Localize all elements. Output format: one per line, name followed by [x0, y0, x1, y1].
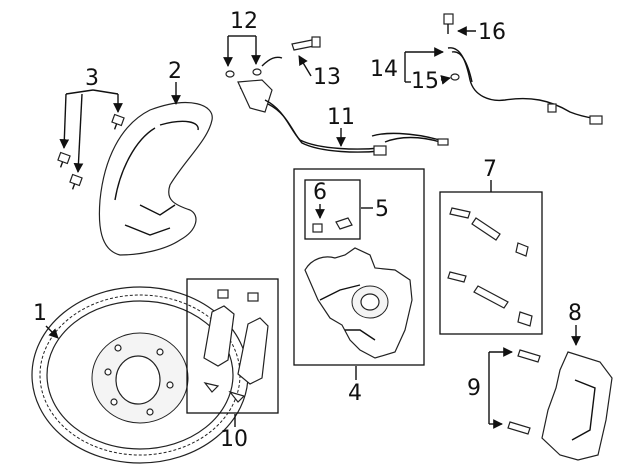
brake-hose — [225, 36, 449, 156]
callout-7: 7 — [483, 157, 497, 182]
callout-1: 1 — [33, 301, 47, 326]
callout-6: 6 — [313, 180, 327, 205]
abs-sensor-wire — [443, 13, 603, 125]
shield-bolts — [57, 113, 125, 190]
caliper-assembly-box — [293, 168, 425, 366]
caliper-bracket — [541, 351, 613, 461]
callout-2: 2 — [168, 59, 182, 84]
callout-5: 5 — [375, 197, 389, 222]
callout-11: 11 — [327, 105, 355, 130]
callout-3: 3 — [85, 66, 99, 91]
callout-8: 8 — [568, 301, 582, 326]
callout-16: 16 — [478, 20, 506, 45]
brake-pad-kit-box — [186, 278, 279, 414]
brake-pads — [203, 289, 269, 403]
guide-pins — [447, 207, 533, 327]
callout-10: 10 — [220, 427, 248, 452]
callout-13: 13 — [313, 65, 341, 90]
callout-9: 9 — [467, 376, 481, 401]
callout-14: 14 — [370, 57, 398, 82]
bleeder-screw-box — [304, 179, 361, 240]
callout-15: 15 — [411, 69, 439, 94]
callout-12: 12 — [230, 9, 258, 34]
callout-labels: 1 2 3 4 5 6 7 8 9 10 11 12 13 14 15 16 — [33, 9, 582, 452]
splash-shield — [98, 102, 213, 256]
bracket-bolts — [507, 349, 541, 435]
callout-4: 4 — [348, 381, 362, 406]
brake-caliper — [304, 247, 413, 359]
bleeder-screw — [312, 217, 353, 233]
leader-lines — [45, 26, 581, 429]
